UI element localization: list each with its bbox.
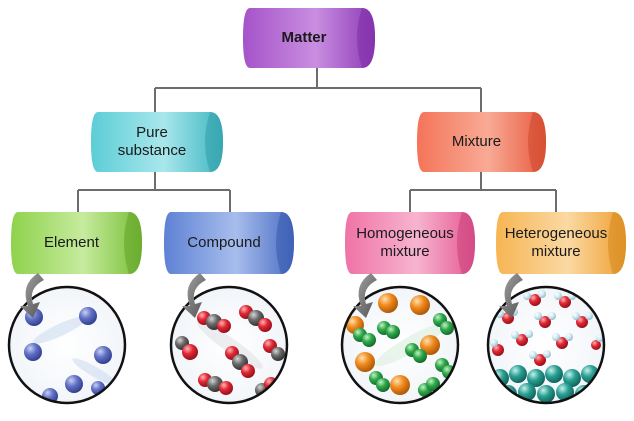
arrow-icon bbox=[20, 273, 44, 318]
arrow-icon bbox=[353, 273, 377, 318]
connector-lines bbox=[77, 68, 557, 212]
arrow-icon bbox=[499, 273, 523, 318]
element-particles-illustration bbox=[7, 273, 127, 405]
node-mixture bbox=[417, 112, 546, 172]
node-matter bbox=[243, 8, 375, 68]
node-pure-substance bbox=[91, 112, 223, 172]
heterogeneous-particles-illustration bbox=[486, 273, 606, 405]
compound-particles-illustration bbox=[169, 273, 289, 405]
homogeneous-particles-illustration bbox=[340, 273, 460, 405]
node-homogeneous-mixture bbox=[345, 212, 475, 274]
arrow-icon bbox=[182, 273, 206, 318]
node-compound bbox=[164, 212, 294, 274]
node-element bbox=[11, 212, 142, 274]
node-heterogeneous-mixture bbox=[496, 212, 626, 274]
